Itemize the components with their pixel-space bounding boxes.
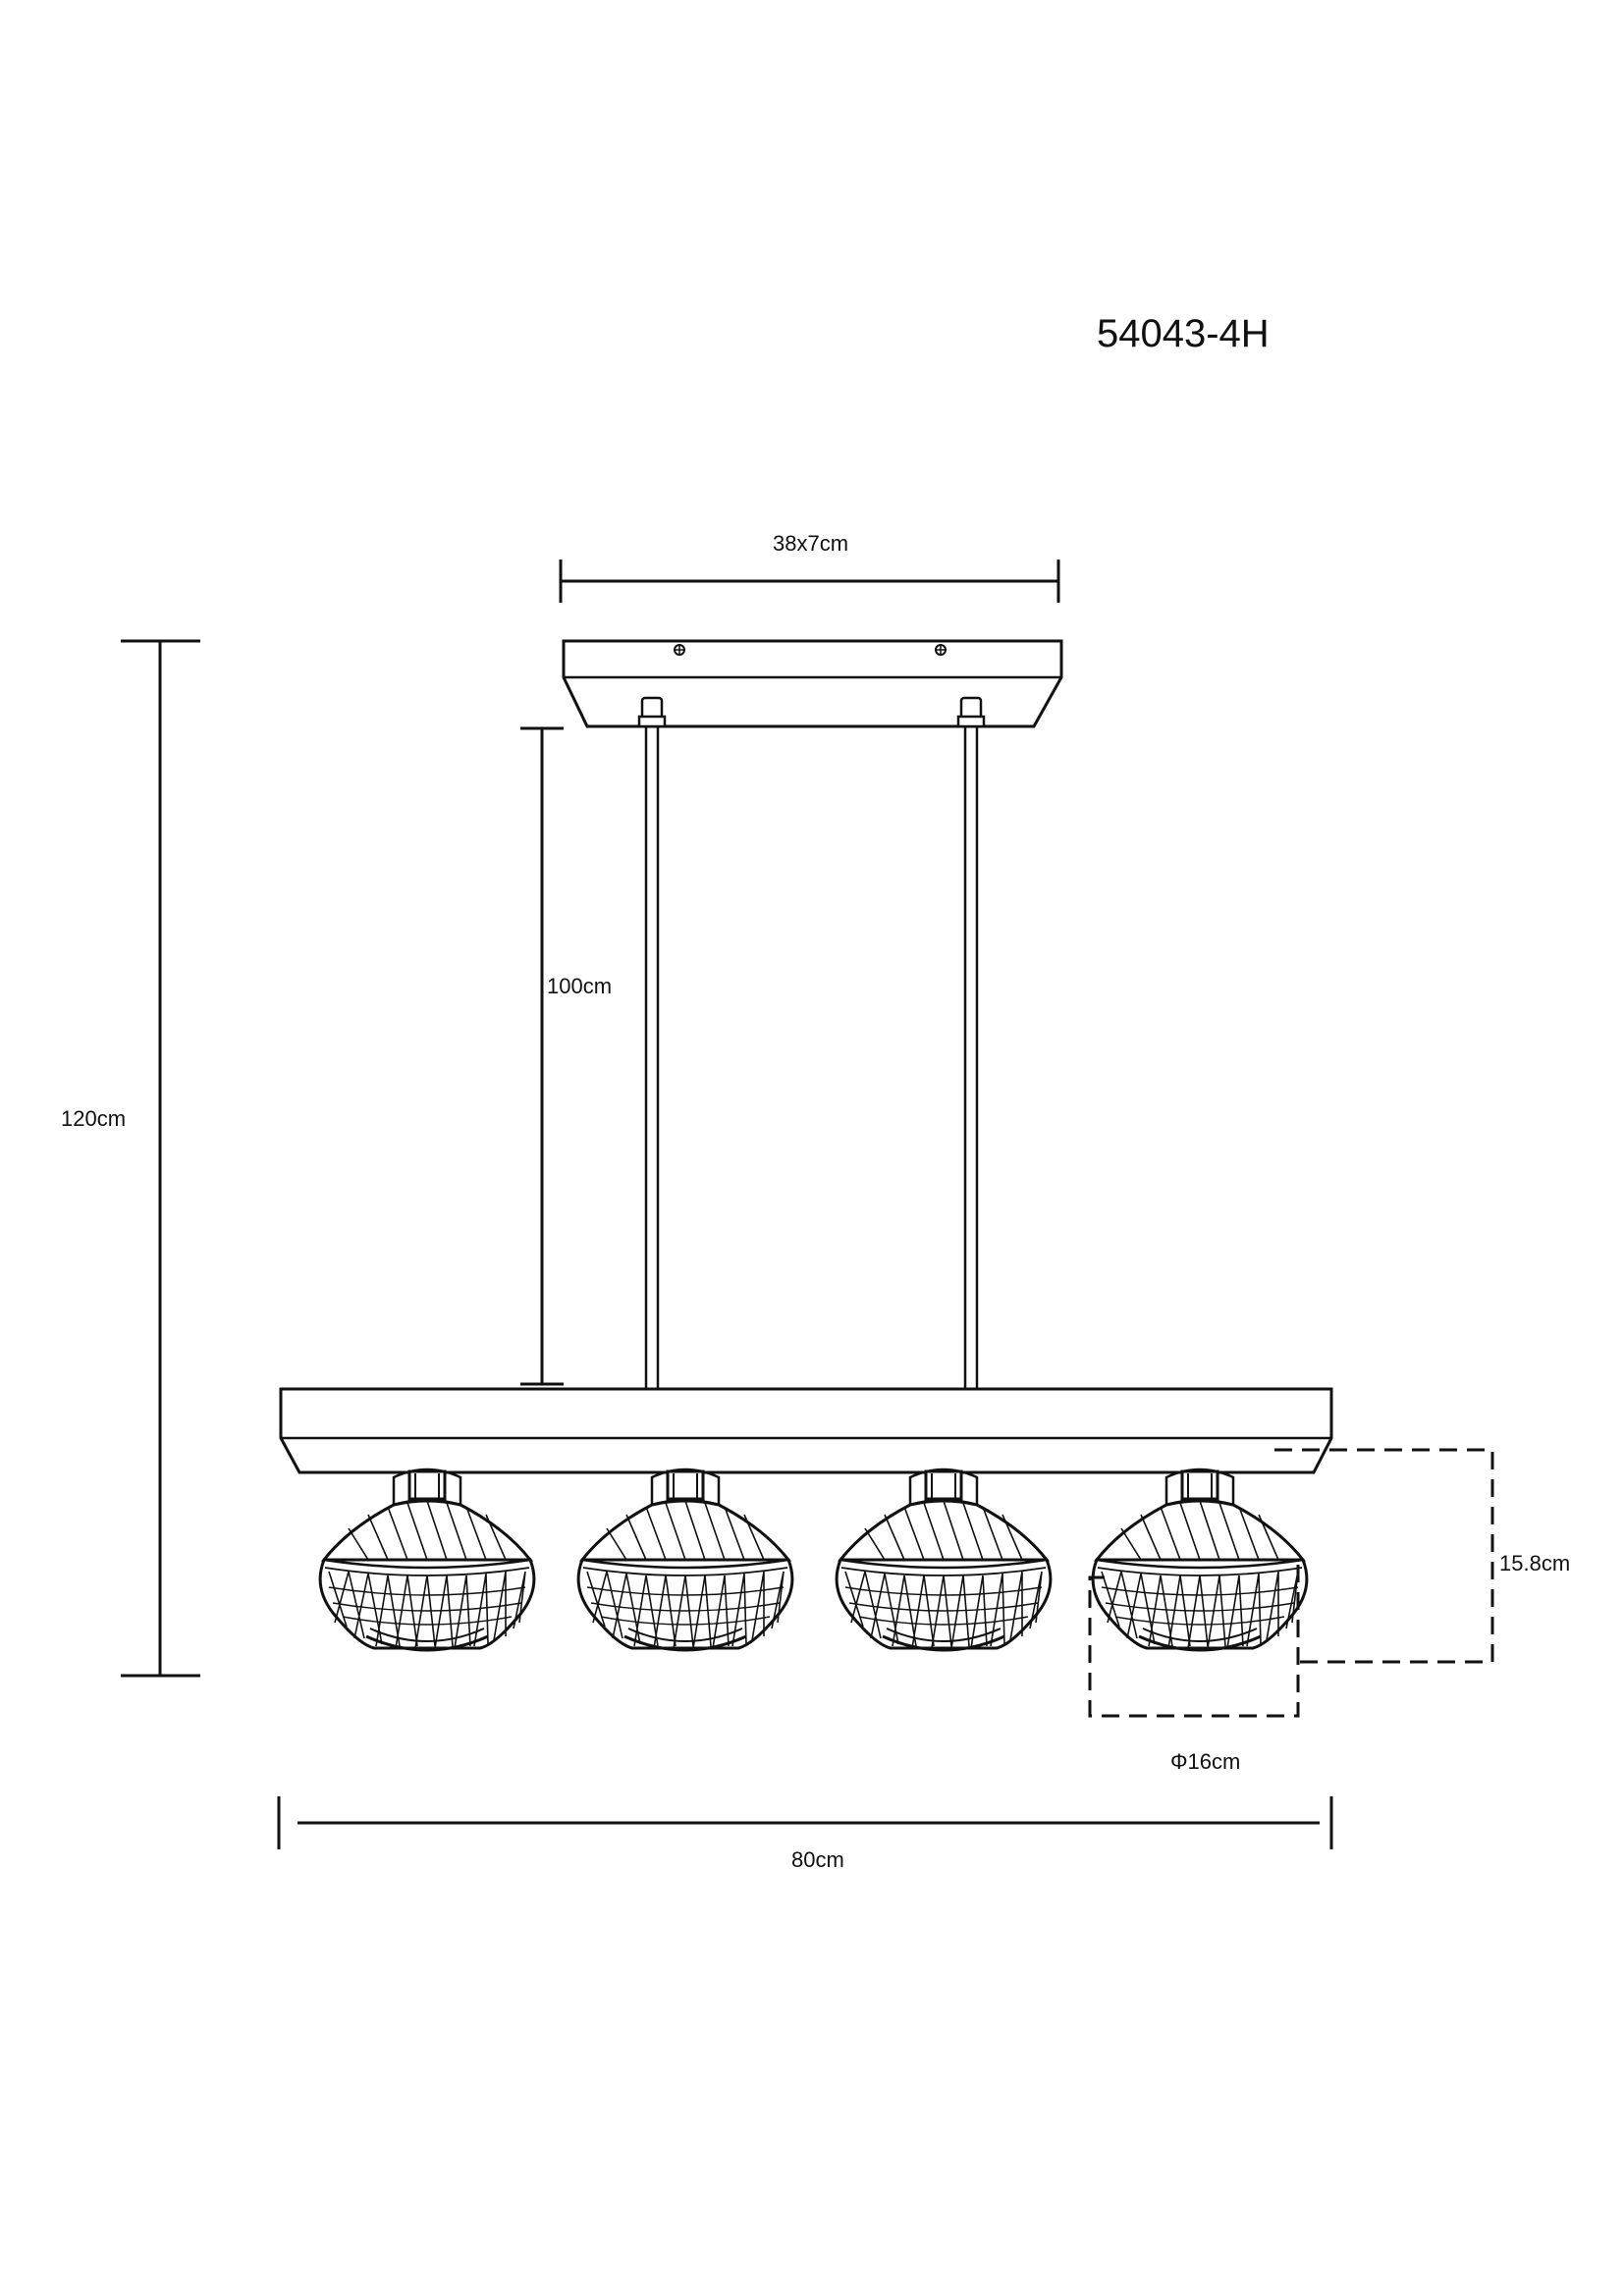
model-number: 54043-4H: [1097, 312, 1270, 355]
shade-1: [318, 1468, 536, 1652]
total-width-label: 80cm: [791, 1847, 844, 1872]
shade-3: [835, 1468, 1053, 1652]
total-width-dimension: [277, 1796, 1333, 1849]
suspension-rod-left: [637, 696, 667, 1389]
rod-length-dimension: [520, 726, 564, 1386]
canopy-width-dimension: [559, 560, 1060, 603]
shade-diameter-dimension: [1088, 1565, 1300, 1718]
total-height-label: 120cm: [61, 1106, 126, 1131]
shade-height-label: 15.8cm: [1499, 1551, 1570, 1575]
shade-height-dimension: [1274, 1448, 1494, 1664]
shade-2: [576, 1468, 794, 1652]
rod-length-label: 100cm: [547, 974, 612, 998]
ceiling-canopy: [562, 639, 1063, 728]
shade-diameter-label: Φ16cm: [1170, 1749, 1240, 1774]
total-height-dimension: [121, 639, 200, 1678]
suspension-rod-right: [956, 696, 986, 1389]
canopy-dimension-label: 38x7cm: [773, 531, 848, 556]
shade-4: [1091, 1468, 1309, 1652]
lamp-bar: [279, 1387, 1333, 1474]
